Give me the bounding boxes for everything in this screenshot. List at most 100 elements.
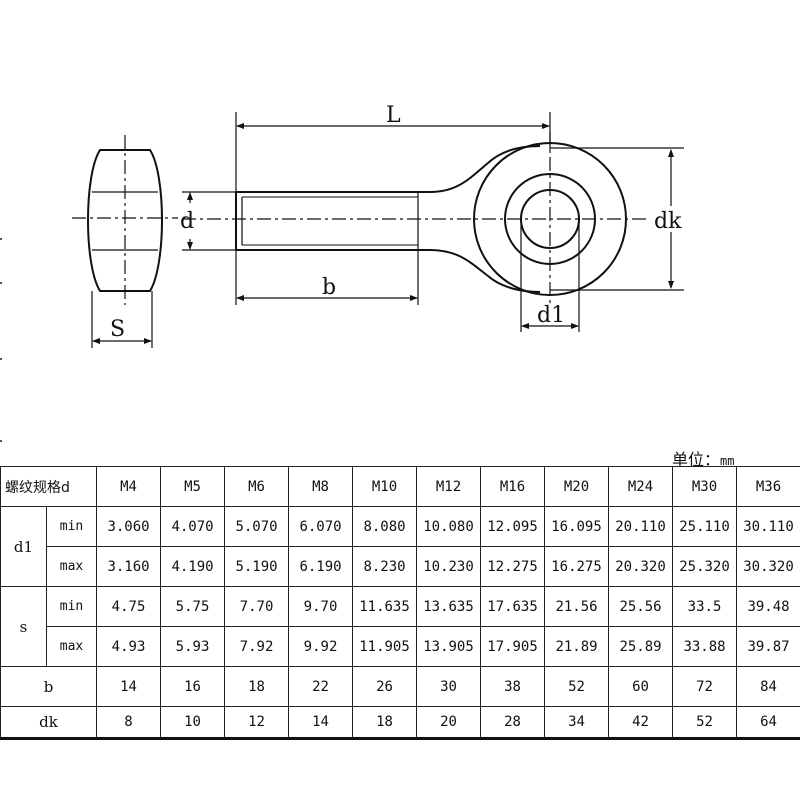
sub-label-max: max bbox=[45, 546, 98, 587]
size-cell: M24 bbox=[608, 466, 674, 507]
size-cell: M8 bbox=[288, 466, 354, 507]
value-cell: 10.080 bbox=[416, 506, 482, 547]
value-cell: 16 bbox=[160, 666, 226, 707]
value-cell: 17.905 bbox=[480, 626, 546, 667]
value-cell: 30.110 bbox=[736, 506, 800, 547]
row-label-b: b bbox=[0, 666, 98, 707]
value-cell: 14 bbox=[96, 666, 162, 707]
size-cell: M30 bbox=[672, 466, 738, 507]
value-cell: 8.230 bbox=[352, 546, 418, 587]
value-cell: 60 bbox=[608, 666, 674, 707]
table-row-d1-max: max 3.160 4.190 5.190 6.190 8.230 10.230… bbox=[1, 546, 800, 587]
value-cell: 5.070 bbox=[224, 506, 290, 547]
sub-label-max: max bbox=[45, 626, 98, 667]
value-cell: 6.070 bbox=[288, 506, 354, 547]
value-cell: 52 bbox=[544, 666, 610, 707]
label-dk: dk bbox=[654, 209, 682, 234]
value-cell: 22 bbox=[288, 666, 354, 707]
value-cell: 25.320 bbox=[672, 546, 738, 587]
value-cell: 9.92 bbox=[288, 626, 354, 667]
sub-label-min: min bbox=[45, 586, 98, 627]
value-cell: 21.89 bbox=[544, 626, 610, 667]
edge-mark bbox=[0, 358, 2, 360]
spec-table: 螺纹规格d M4 M5 M6 M8 M10 M12 M16 M20 M24 M3… bbox=[0, 466, 800, 740]
value-cell: 7.92 bbox=[224, 626, 290, 667]
unit-note: 单位：mm bbox=[672, 446, 734, 470]
value-cell: 16.275 bbox=[544, 546, 610, 587]
value-cell: 7.70 bbox=[224, 586, 290, 627]
size-cell: M6 bbox=[224, 466, 290, 507]
value-cell: 38 bbox=[480, 666, 546, 707]
value-cell: 6.190 bbox=[288, 546, 354, 587]
value-cell: 25.110 bbox=[672, 506, 738, 547]
value-cell: 13.905 bbox=[416, 626, 482, 667]
value-cell: 10 bbox=[160, 706, 226, 740]
unit-value: mm bbox=[720, 454, 735, 468]
size-cell: M36 bbox=[736, 466, 800, 507]
value-cell: 16.095 bbox=[544, 506, 610, 547]
dim-d bbox=[182, 191, 236, 251]
label-s: S bbox=[110, 317, 125, 342]
edge-mark bbox=[0, 440, 2, 442]
value-cell: 72 bbox=[672, 666, 738, 707]
value-cell: 12 bbox=[224, 706, 290, 740]
value-cell: 10.230 bbox=[416, 546, 482, 587]
size-cell: M10 bbox=[352, 466, 418, 507]
value-cell: 4.190 bbox=[160, 546, 226, 587]
size-cell: M5 bbox=[160, 466, 226, 507]
label-b: b bbox=[322, 275, 336, 300]
value-cell: 20 bbox=[416, 706, 482, 740]
value-cell: 3.060 bbox=[96, 506, 162, 547]
value-cell: 18 bbox=[352, 706, 418, 740]
label-d: d bbox=[180, 209, 194, 234]
value-cell: 52 bbox=[672, 706, 738, 740]
value-cell: 4.070 bbox=[160, 506, 226, 547]
row-label-d1: d1 bbox=[0, 506, 47, 587]
value-cell: 14 bbox=[288, 706, 354, 740]
table-row-s-min: s min 4.75 5.75 7.70 9.70 11.635 13.635 … bbox=[0, 586, 800, 667]
size-cell: M12 bbox=[416, 466, 482, 507]
value-cell: 25.89 bbox=[608, 626, 674, 667]
value-cell: 26 bbox=[352, 666, 418, 707]
value-cell: 8 bbox=[96, 706, 162, 740]
dim-b bbox=[235, 250, 419, 305]
label-d1: d1 bbox=[537, 303, 565, 328]
eye-bolt-drawing: S L b d bbox=[72, 103, 684, 348]
table-row-d1-min: d1 min 3.060 4.070 5.070 6.070 8.080 10.… bbox=[0, 506, 800, 587]
row-label-dk: dk bbox=[0, 706, 98, 740]
value-cell: 20.320 bbox=[608, 546, 674, 587]
value-cell: 4.75 bbox=[96, 586, 162, 627]
value-cell: 64 bbox=[736, 706, 800, 740]
value-cell: 3.160 bbox=[96, 546, 162, 587]
value-cell: 30 bbox=[416, 666, 482, 707]
edge-mark bbox=[0, 238, 2, 240]
value-cell: 42 bbox=[608, 706, 674, 740]
value-cell: 12.095 bbox=[480, 506, 546, 547]
value-cell: 33.88 bbox=[672, 626, 738, 667]
label-l: L bbox=[386, 103, 401, 128]
table-row-b: b 14 16 18 22 26 30 38 52 60 72 84 bbox=[0, 666, 800, 707]
value-cell: 34 bbox=[544, 706, 610, 740]
value-cell: 25.56 bbox=[608, 586, 674, 627]
unit-label: 单位： bbox=[672, 450, 721, 469]
front-view bbox=[182, 132, 650, 305]
value-cell: 20.110 bbox=[608, 506, 674, 547]
table-row-s-max: max 4.93 5.93 7.92 9.92 11.905 13.905 17… bbox=[1, 626, 800, 667]
value-cell: 11.905 bbox=[352, 626, 418, 667]
value-cell: 13.635 bbox=[416, 586, 482, 627]
value-cell: 18 bbox=[224, 666, 290, 707]
value-cell: 5.75 bbox=[160, 586, 226, 627]
value-cell: 21.56 bbox=[544, 586, 610, 627]
value-cell: 9.70 bbox=[288, 586, 354, 627]
edge-mark bbox=[0, 282, 2, 284]
value-cell: 84 bbox=[736, 666, 800, 707]
dim-l bbox=[235, 112, 551, 192]
side-view bbox=[72, 135, 178, 348]
size-cell: M20 bbox=[544, 466, 610, 507]
value-cell: 4.93 bbox=[96, 626, 162, 667]
table-row-dk: dk 8 10 12 14 18 20 28 34 42 52 64 bbox=[0, 706, 800, 740]
dim-d1 bbox=[520, 222, 580, 332]
size-cell: M4 bbox=[96, 466, 162, 507]
value-cell: 33.5 bbox=[672, 586, 738, 627]
value-cell: 17.635 bbox=[480, 586, 546, 627]
